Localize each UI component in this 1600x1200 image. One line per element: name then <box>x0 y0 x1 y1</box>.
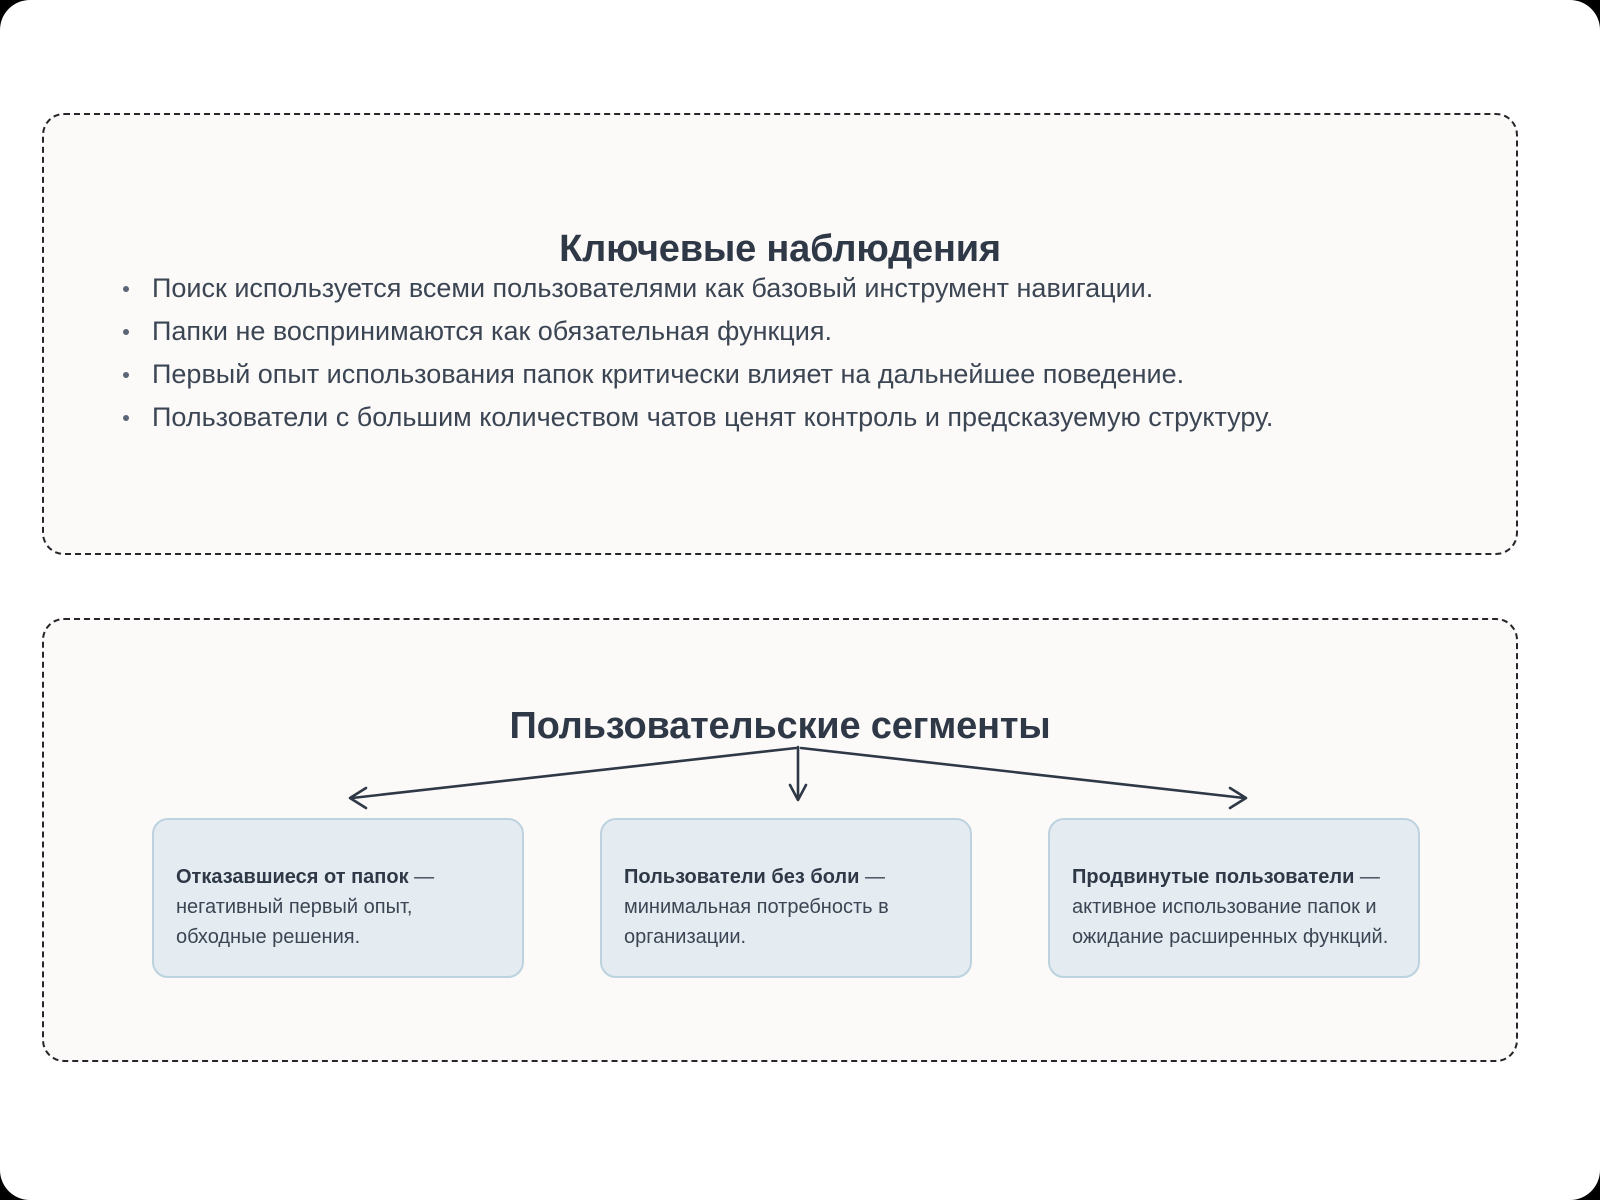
segment-card-body: минимальная потребность в организации. <box>624 896 889 948</box>
segment-card-dash: — <box>408 866 435 888</box>
segment-card-advanced-users[interactable]: Продвинутые пользователи — активное испо… <box>1048 818 1420 978</box>
observations-list: Поиск используется всеми пользователями … <box>110 267 1450 439</box>
user-segments-panel: Пользовательские сегменты Отказавшиеся о… <box>42 618 1518 1062</box>
list-item: Пользователи с большим количеством чатов… <box>110 396 1450 439</box>
section-title-segments: Пользовательские сегменты <box>509 704 1051 747</box>
segment-card-dash: — <box>1354 866 1380 888</box>
page-title: Ключевые наблюдения <box>559 227 1001 270</box>
segment-card-lead: Продвинутые пользователи <box>1072 866 1355 888</box>
segment-card-body: негативный первый опыт, обходные решения… <box>176 896 413 948</box>
segment-card-lead: Пользователи без боли <box>624 866 860 888</box>
list-item: Первый опыт использования папок критичес… <box>110 353 1450 396</box>
connector-line-left <box>350 746 798 800</box>
arrowhead-left-icon <box>348 786 368 810</box>
arrowhead-right-icon <box>1228 786 1248 810</box>
list-item: Поиск используется всеми пользователями … <box>110 267 1450 310</box>
segment-card-body: активное использование папок и ожидание … <box>1072 896 1389 948</box>
key-observations-panel: Ключевые наблюдения Поиск используется в… <box>42 113 1518 555</box>
segment-card-no-pain-users[interactable]: Пользователи без боли — минимальная потр… <box>600 818 972 978</box>
segment-card-dash: — <box>859 866 885 888</box>
segment-card-group: Отказавшиеся от папок — негативный первы… <box>152 818 1420 978</box>
segment-card-abandoned-folders[interactable]: Отказавшиеся от папок — негативный первы… <box>152 818 524 978</box>
connector-line-right <box>799 746 1246 800</box>
segment-card-lead: Отказавшиеся от папок <box>176 866 409 888</box>
list-item: Папки не воспринимаются как обязательная… <box>110 310 1450 353</box>
arrowhead-center-icon <box>788 783 808 802</box>
